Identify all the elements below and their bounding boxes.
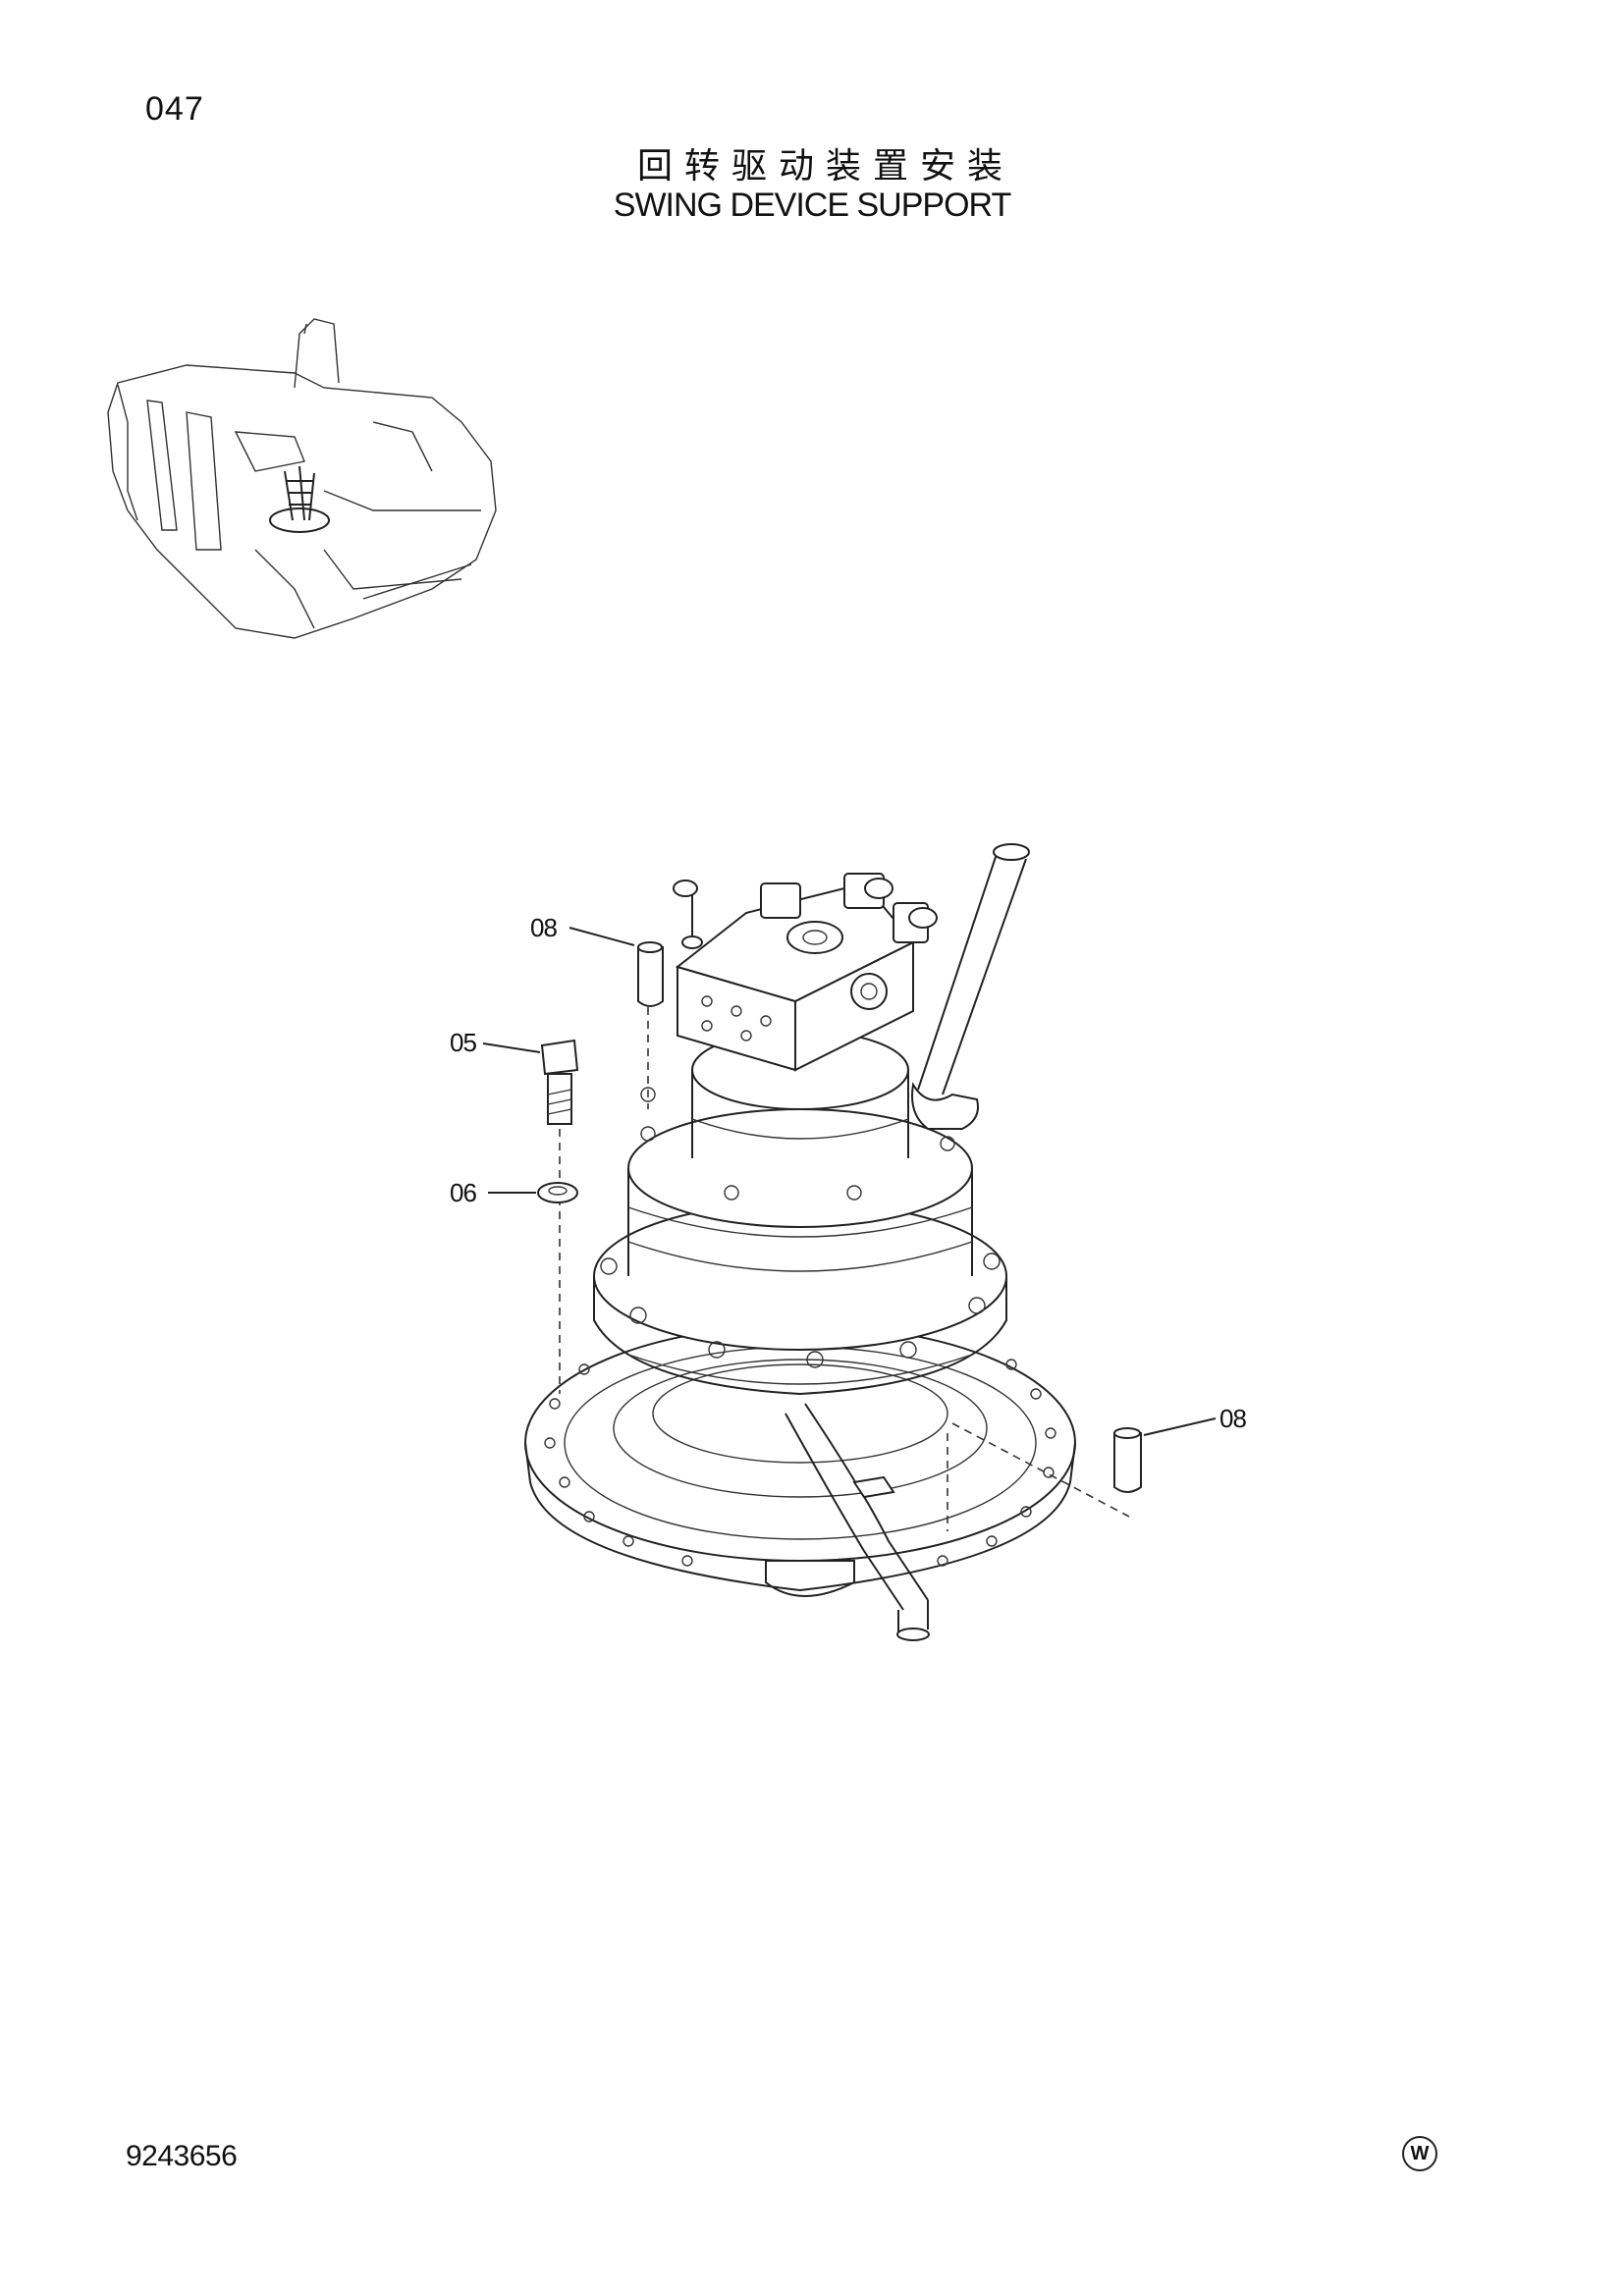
callout-08-top: 08 xyxy=(530,913,558,942)
title-english: SWING DEVICE SUPPORT xyxy=(613,187,1011,224)
callout-08-right: 08 xyxy=(1219,1404,1247,1433)
document-number: 9243656 xyxy=(126,2140,238,2172)
title-chinese: 回转驱动装置安装 xyxy=(636,146,1014,187)
callout-06: 06 xyxy=(450,1178,477,1207)
swing-device-drawing xyxy=(482,843,1217,1641)
page-number: 047 xyxy=(145,90,204,128)
circled-mark: W xyxy=(1402,2136,1437,2171)
excavator-outline xyxy=(107,318,497,639)
callout-05: 05 xyxy=(450,1028,477,1057)
